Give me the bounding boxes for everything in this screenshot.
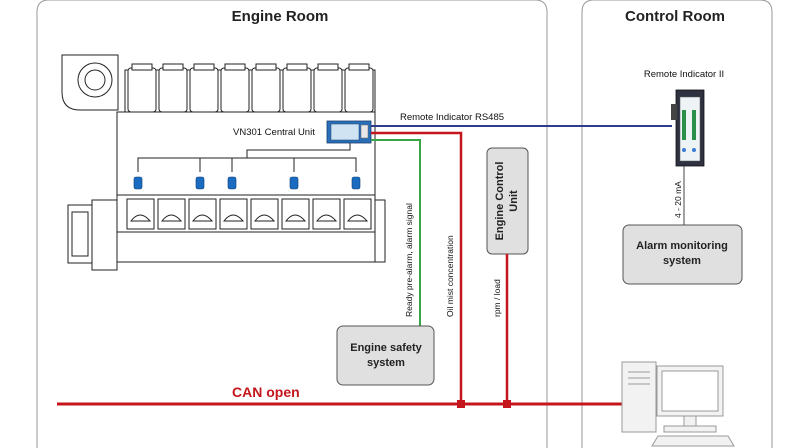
ecu-label-line2: Unit xyxy=(508,190,520,212)
alarm-monitoring-system xyxy=(622,224,743,285)
control-room-title: Control Room xyxy=(625,8,725,25)
can-open-label: CAN open xyxy=(232,384,300,400)
central-unit-label: VN301 Central Unit xyxy=(233,127,315,138)
sensor-icon xyxy=(351,176,361,190)
alarm-monitoring-label-line1: Alarm monitoring xyxy=(636,240,728,252)
alarm-monitoring-label-line2: system xyxy=(663,255,701,267)
engine-safety-system xyxy=(336,325,435,386)
current-loop-label: 4 - 20 mA xyxy=(673,181,683,218)
remote-indicator-device xyxy=(671,89,705,167)
sensor-icon xyxy=(133,176,143,190)
rpm-load-label: rpm / load xyxy=(492,279,502,317)
ready-alarm-label: Ready pre-alarm, alarm signal xyxy=(404,203,414,317)
alarm-signal-line xyxy=(371,139,421,326)
computer-icon xyxy=(621,361,735,447)
oil-mist-sensors xyxy=(133,176,361,190)
engine-room-frame xyxy=(36,0,548,448)
oil-mist-label: Oil mist concentration xyxy=(445,235,455,317)
engine-safety-label-line1: Engine safety xyxy=(350,342,422,354)
oil-mist-line xyxy=(371,131,463,404)
ecu-label-line1: Engine Control xyxy=(494,162,506,241)
rs485-label: Remote Indicator RS485 xyxy=(400,112,504,123)
control-room-frame xyxy=(581,0,773,448)
remote-indicator-label: Remote Indicator II xyxy=(644,69,724,80)
can-junction xyxy=(457,400,465,408)
engine-room-title: Engine Room xyxy=(232,8,329,25)
sensor-icon xyxy=(227,176,237,190)
sensor-icon xyxy=(195,176,205,190)
sensor-wiring xyxy=(137,143,357,172)
engine-illustration xyxy=(61,54,386,271)
sensor-icon xyxy=(289,176,299,190)
vn301-central-unit xyxy=(326,120,372,144)
engine-safety-label-line2: system xyxy=(367,357,405,369)
can-junction xyxy=(503,400,511,408)
